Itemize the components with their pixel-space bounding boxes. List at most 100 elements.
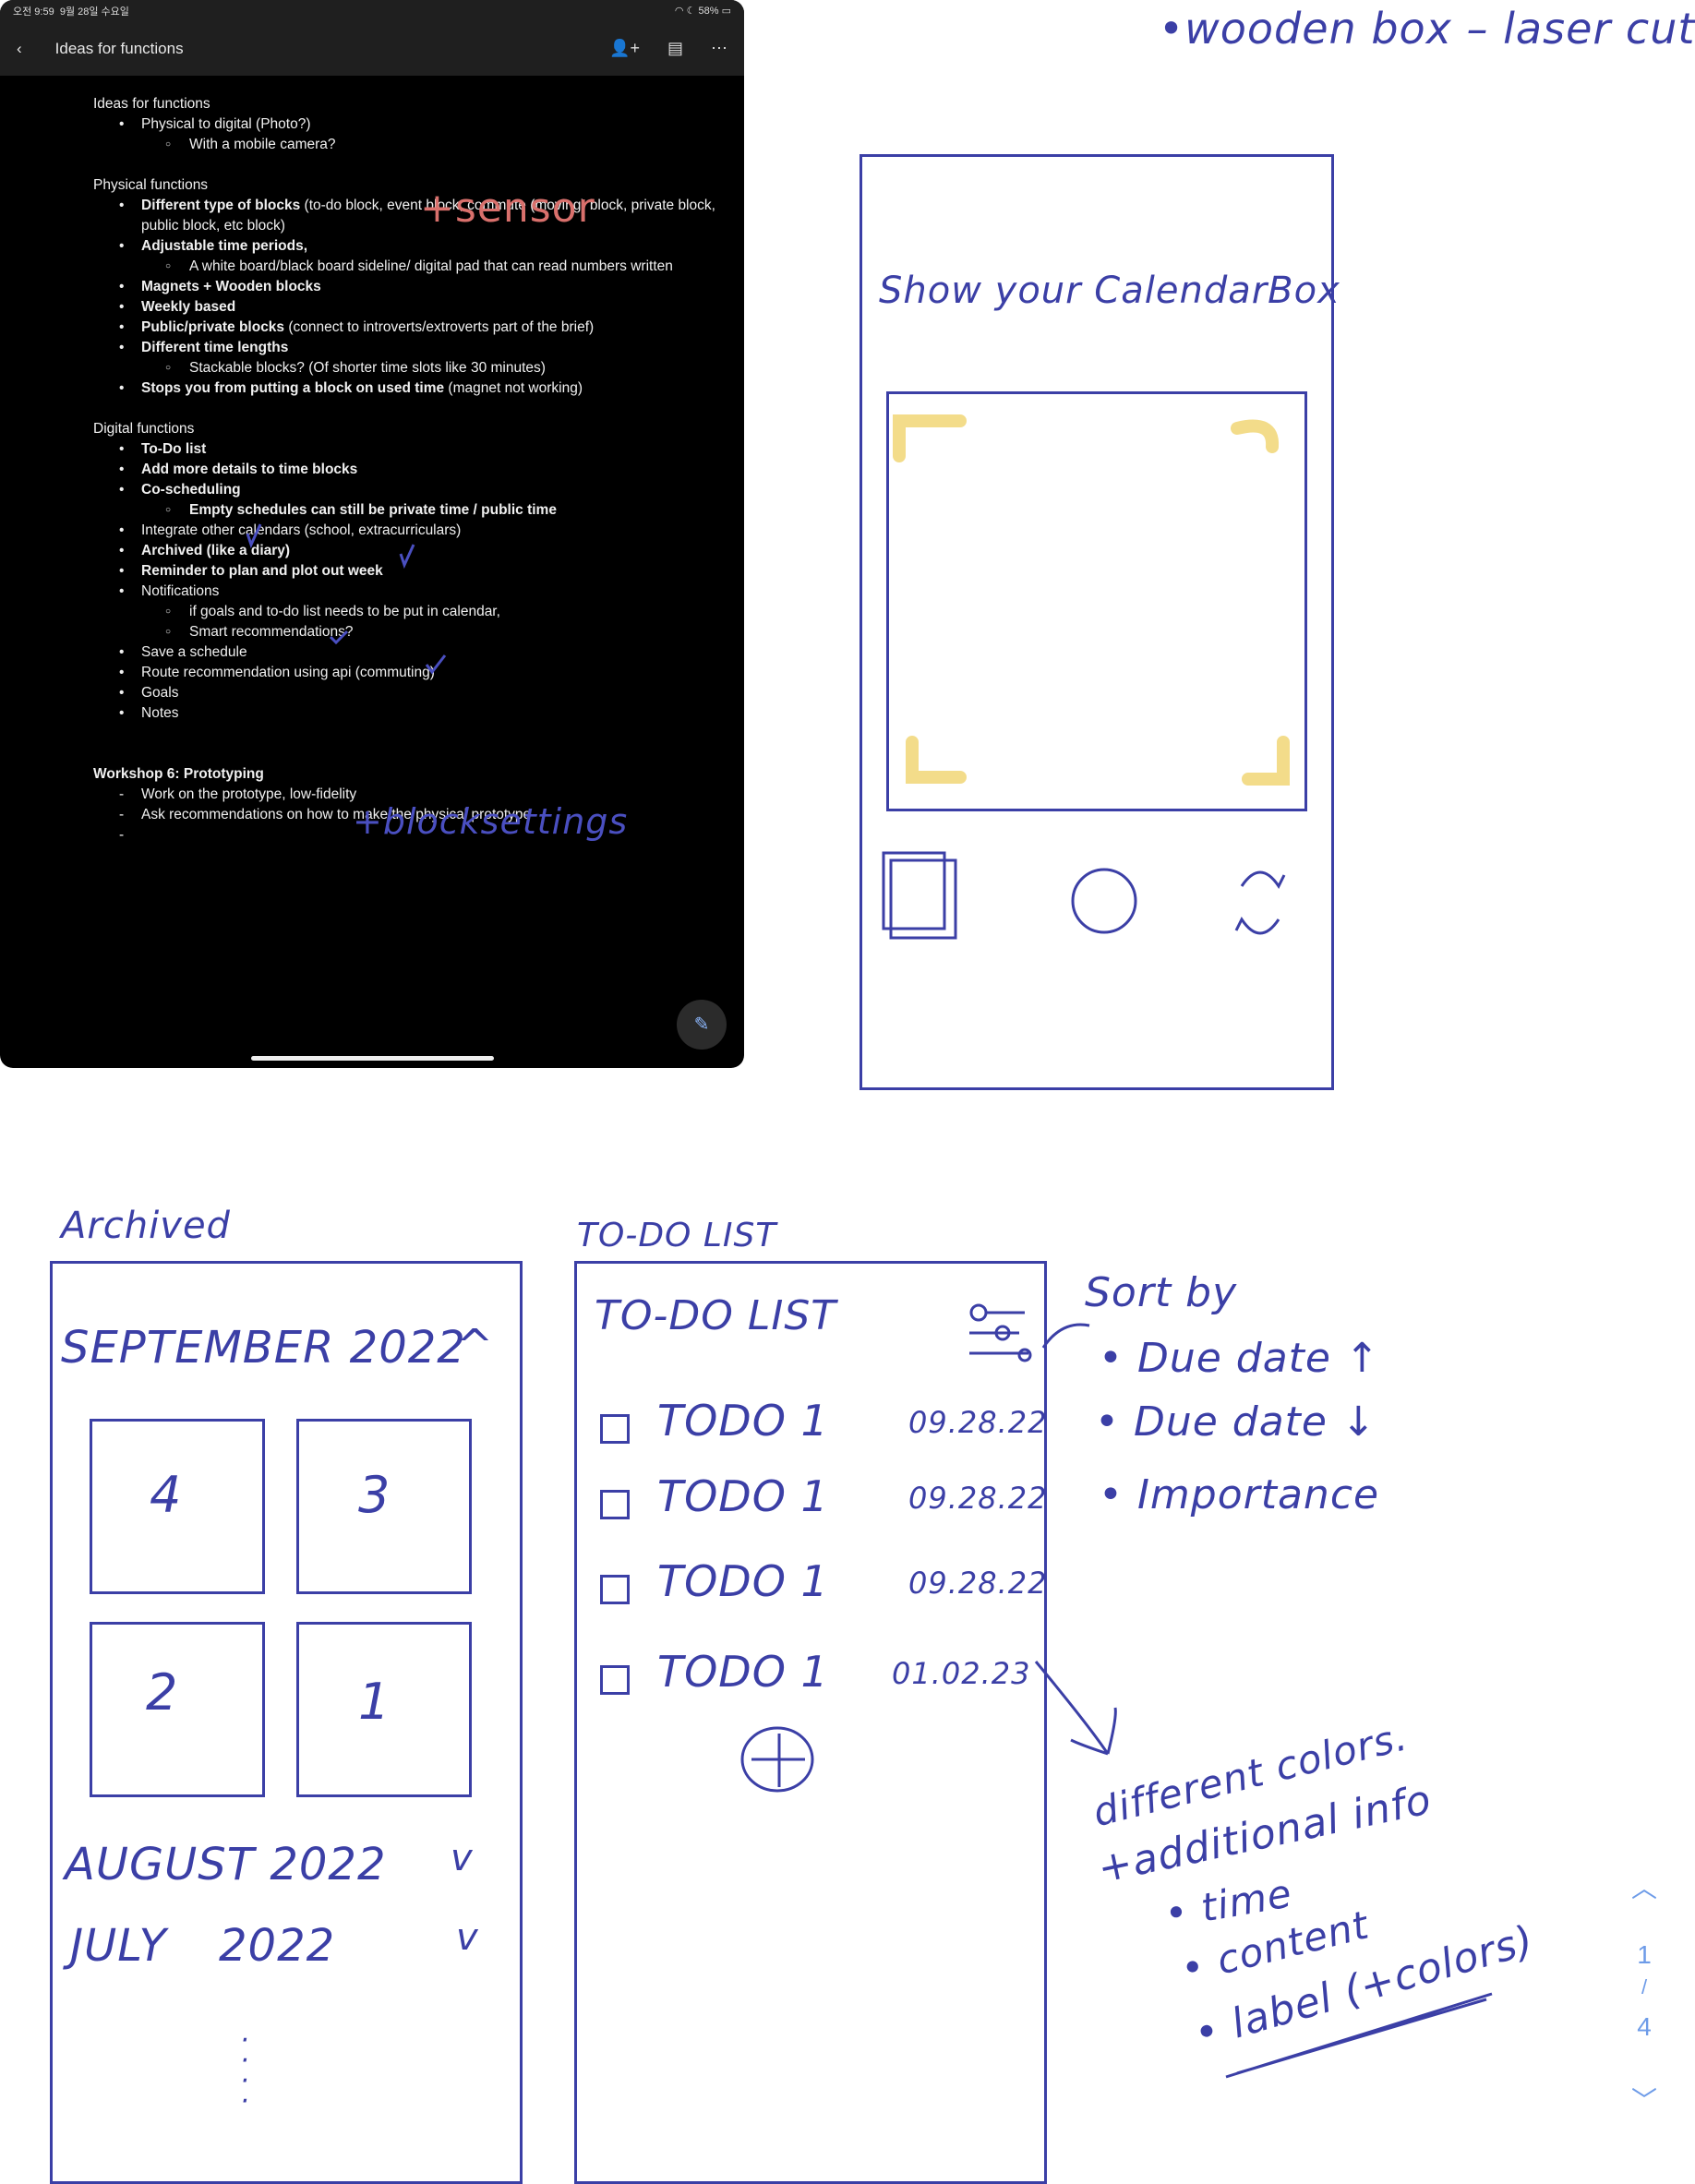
doc-list-item: Archived (like a diary) (93, 541, 744, 561)
page-down-icon[interactable]: ﹀ (1630, 2086, 1657, 2115)
doc-list-item: Save a schedule (93, 642, 744, 663)
doc-heading: Workshop 6: Prototyping (93, 766, 264, 782)
item-text: (connect to introverts/extroverts part o… (284, 319, 595, 335)
status-bar: 오전 9:59 9월 28일 수요일 ◠ ☾ 58% ▭ (0, 0, 744, 21)
doc-list-item: Empty schedules can still be private tim… (93, 500, 744, 521)
expand-icon[interactable]: v (456, 1916, 479, 1959)
status-date: 9월 28일 수요일 (59, 6, 129, 18)
doc-list-item: Add more details to time blocks (93, 460, 744, 480)
sort-connector (1041, 1323, 1090, 1349)
sort-option: • Due date ↓ (1095, 1398, 1376, 1446)
todo-date: 09.28.22 (908, 1481, 1048, 1516)
item-text: Goals (141, 685, 179, 701)
sort-option: • Due date ↑ (1099, 1335, 1380, 1382)
underline (1225, 1992, 1493, 2079)
gallery-icon (882, 851, 957, 940)
check-icon (425, 654, 447, 675)
doc-list-item: With a mobile camera? (93, 135, 744, 155)
battery-level: 58% (698, 6, 719, 17)
todo-text: TODO 1 (657, 1471, 829, 1521)
item-bold: Stops you from putting a block on used t… (141, 380, 445, 396)
doc-list-item: Goals (93, 683, 744, 703)
arrow-down-icon (1034, 1661, 1117, 1756)
doc-heading: Physical functions (93, 177, 209, 193)
doc-list-item: Route recommendation using api (commutin… (93, 663, 744, 683)
item-text: Integrate other calendars (school, extra… (141, 522, 462, 538)
doc-list-item: To-Do list (93, 439, 744, 460)
item-text: Smart recommendations? (189, 624, 354, 640)
edit-pen-button[interactable]: ✎ (677, 1000, 727, 1050)
page-up-icon[interactable]: ︿ (1630, 1874, 1657, 1902)
todo-header: TO-DO LIST (595, 1292, 837, 1339)
month-september[interactable]: SEPTEMBER 2022 (61, 1322, 466, 1374)
todo-date: 01.02.23 (892, 1656, 1031, 1691)
item-bold: Public/private blocks (141, 319, 285, 335)
doc-list-item: Co-scheduling (93, 480, 744, 500)
doc-list-item: Integrate other calendars (school, extra… (93, 521, 744, 541)
doc-list-item: Weekly based (93, 297, 744, 318)
month-july[interactable]: JULY 2022 (70, 1920, 336, 1972)
viewfinder-corners (893, 414, 1290, 786)
add-person-icon[interactable]: 👤+ (609, 39, 640, 57)
doc-toolbar: ‹ Ideas for functions 👤+ ▤ ⋯ (0, 21, 744, 76)
week-card[interactable]: 4 (90, 1419, 265, 1594)
page-total: 4 (1637, 2012, 1652, 2041)
back-icon[interactable]: ‹ (17, 39, 22, 57)
todo-date: 09.28.22 (908, 1405, 1048, 1440)
add-todo-button[interactable] (739, 1722, 816, 1796)
annotation-block-settings: +blocksettings (353, 801, 629, 842)
note-wooden-box: •wooden box – laser cutter. (1159, 4, 1695, 54)
month-august[interactable]: AUGUST 2022 (65, 1839, 387, 1890)
doc-heading: Digital functions (93, 421, 195, 437)
more-icon[interactable]: ⋯ (711, 39, 727, 57)
todo-checkbox[interactable] (600, 1414, 630, 1444)
doc-list-item: Different time lengths (93, 338, 744, 358)
doc-list-item: A white board/black board sideline/ digi… (93, 257, 744, 277)
doc-list-item: Public/private blocks (connect to introv… (93, 318, 744, 338)
filter-icon[interactable] (964, 1300, 1038, 1364)
doc-list-item: Stackable blocks? (Of shorter time slots… (93, 358, 744, 378)
check-icon (399, 544, 415, 570)
item-text: (to-do block, event block, commute (movi… (141, 198, 715, 234)
item-bold: Magnets + Wooden blocks (141, 279, 321, 294)
todo-checkbox[interactable] (600, 1575, 630, 1604)
doc-list-item: Work on the prototype, low-fidelity (93, 785, 744, 805)
doc-list-item: Magnets + Wooden blocks (93, 277, 744, 297)
todo-text: TODO 1 (657, 1396, 829, 1446)
item-text: Notifications (141, 583, 220, 599)
expand-icon[interactable]: v (451, 1837, 474, 1879)
check-icon (329, 630, 349, 645)
doc-title: Ideas for functions (54, 39, 184, 57)
item-text: Stackable blocks? (Of shorter time slots… (189, 360, 546, 376)
check-marks (246, 523, 447, 675)
todo-checkbox[interactable] (600, 1665, 630, 1695)
week-card[interactable]: 2 (90, 1622, 265, 1797)
item-bold: To-Do list (141, 441, 207, 457)
todo-label: TO-DO LIST (577, 1217, 777, 1254)
item-text: Save a schedule (141, 644, 247, 660)
doc-list-item: Ask recommendations on how to make the p… (93, 805, 744, 825)
page-current: 1 (1637, 1940, 1652, 1969)
collapse-icon[interactable]: ^ (456, 1320, 495, 1372)
todo-text: TODO 1 (657, 1647, 829, 1697)
check-icon (246, 523, 262, 549)
item-text: Route recommendation using api (commutin… (141, 665, 435, 680)
sort-title: Sort by (1085, 1269, 1238, 1316)
item-text: Physical to digital (Photo?) (141, 116, 311, 132)
week-card[interactable]: 1 (296, 1622, 472, 1797)
todo-text: TODO 1 (657, 1556, 829, 1606)
item-bold: Reminder to plan and plot out week (141, 563, 383, 579)
item-bold: Different time lengths (141, 340, 289, 355)
doc-list-item: if goals and to-do list needs to be put … (93, 602, 744, 622)
item-text: With a mobile camera? (189, 137, 336, 152)
week-card[interactable]: 3 (296, 1419, 472, 1594)
doc-heading: Ideas for functions (93, 96, 210, 112)
notes-screenshot: 오전 9:59 9월 28일 수요일 ◠ ☾ 58% ▭ ‹ Ideas for… (0, 0, 744, 1068)
todo-checkbox[interactable] (600, 1490, 630, 1519)
item-text: A white board/black board sideline/ digi… (189, 258, 673, 274)
phone-sketch-title: Show your CalendarBox (879, 270, 1340, 312)
comment-icon[interactable]: ▤ (667, 39, 683, 57)
item-bold: Different type of blocks (141, 198, 301, 213)
item-bold: Archived (like a diary) (141, 543, 291, 558)
pencil-icon: ✎ (693, 1014, 710, 1035)
